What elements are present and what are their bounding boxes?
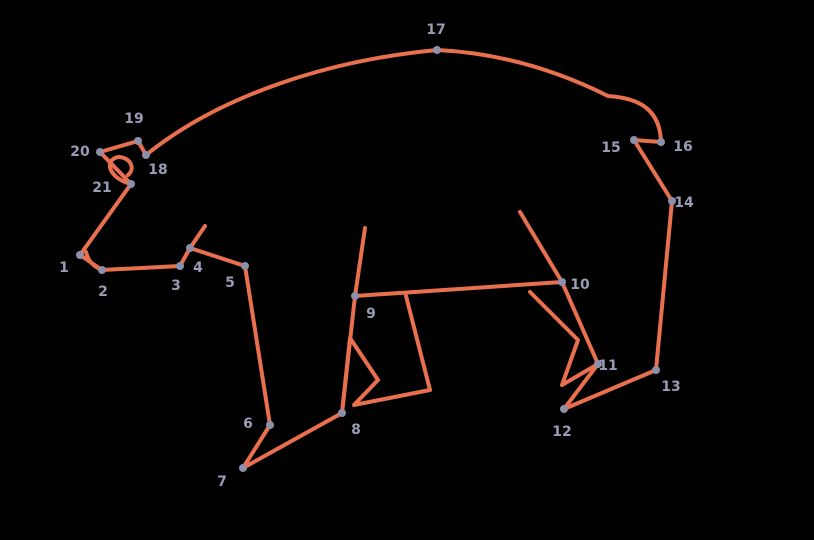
dot-label-2: 2 — [98, 284, 108, 300]
dot-label-3: 3 — [171, 278, 181, 294]
dot-label-6: 6 — [243, 416, 253, 432]
dot-9 — [351, 292, 359, 300]
outline-front-inner-leg — [340, 294, 432, 415]
dot-13 — [652, 366, 660, 374]
dot-label-15: 15 — [601, 140, 620, 156]
outline-front-leg-back — [353, 226, 367, 298]
dot-label-18: 18 — [148, 162, 167, 178]
outline-nose-curl — [107, 155, 134, 186]
outline-shoulder-line — [518, 210, 564, 284]
dot-2 — [98, 266, 106, 274]
dot-5 — [241, 262, 249, 270]
dot-6 — [266, 421, 274, 429]
dot-label-17: 17 — [426, 22, 445, 38]
outline-jaw-line — [188, 224, 207, 250]
dot-label-4: 4 — [193, 260, 203, 276]
bear-outline — [78, 48, 674, 470]
dot-label-11: 11 — [598, 358, 617, 374]
dot-label-21: 21 — [92, 180, 111, 196]
dot-label-1: 1 — [59, 260, 69, 276]
dot-15 — [630, 136, 638, 144]
dot-17 — [433, 46, 441, 54]
dot-11 — [594, 360, 602, 368]
dot-label-20: 20 — [70, 144, 90, 160]
dot-18 — [142, 151, 150, 159]
dots-layer — [76, 46, 676, 472]
outline-main-path — [78, 48, 674, 470]
dot-21 — [127, 180, 135, 188]
dot-4 — [186, 244, 194, 252]
dot-3 — [176, 262, 184, 270]
dot-14 — [668, 197, 676, 205]
dot-1 — [76, 251, 84, 259]
dot-19 — [134, 137, 142, 145]
dot-label-7: 7 — [217, 474, 227, 490]
dot-label-13: 13 — [661, 379, 680, 395]
dot-label-14: 14 — [674, 195, 694, 211]
dot-10 — [558, 278, 566, 286]
dot-label-10: 10 — [570, 277, 590, 293]
dot-label-19: 19 — [124, 111, 143, 127]
dot-12 — [560, 405, 568, 413]
dot-label-5: 5 — [225, 275, 235, 291]
dot-16 — [657, 138, 665, 146]
dot-20 — [96, 148, 104, 156]
dot-7 — [239, 464, 247, 472]
dot-label-16: 16 — [673, 139, 692, 155]
dot-label-12: 12 — [552, 424, 571, 440]
dot-8 — [338, 409, 346, 417]
outline-hind-inner-leg — [528, 290, 600, 387]
dot-label-9: 9 — [366, 306, 376, 322]
dot-label-8: 8 — [351, 422, 361, 438]
